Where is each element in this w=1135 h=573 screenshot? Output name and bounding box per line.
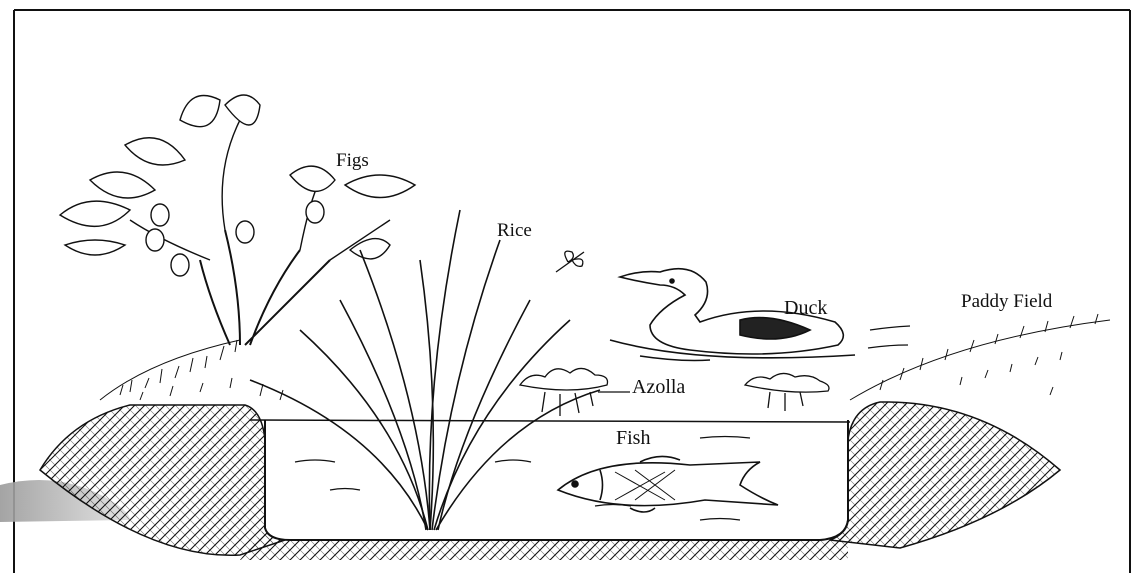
- left-grass-bank: [100, 340, 283, 400]
- figs-label: Figs: [336, 151, 369, 170]
- right-grass-bank: [850, 314, 1110, 400]
- water-line: [250, 420, 850, 422]
- paddy-field-label: Paddy Field: [961, 292, 1052, 311]
- pond-outline: [265, 420, 848, 540]
- fig-tree: [60, 95, 415, 345]
- rice-label: Rice: [497, 221, 532, 240]
- azolla-label: Azolla: [632, 377, 685, 397]
- left-embankment: [40, 405, 285, 555]
- azolla-right: [745, 373, 829, 411]
- fish: [558, 456, 778, 512]
- dragonfly: [556, 251, 584, 272]
- right-embankment: [830, 402, 1060, 548]
- surface-strokes: [868, 326, 910, 348]
- duck-label: Duck: [784, 298, 827, 318]
- fish-label: Fish: [616, 428, 650, 448]
- rice-plant: [250, 210, 600, 530]
